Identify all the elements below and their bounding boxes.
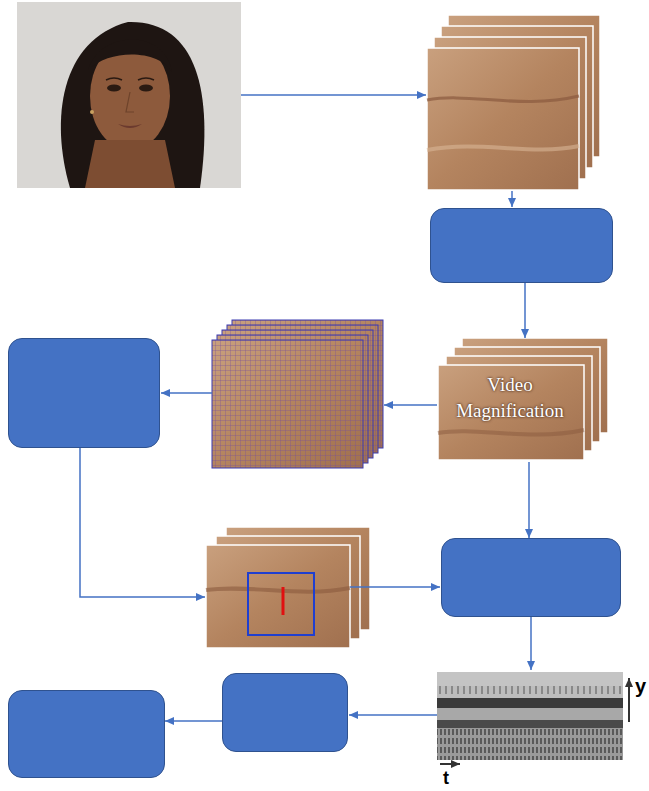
node-label: Video Magnification <box>437 372 583 424</box>
axis-label: y <box>635 676 646 696</box>
process-box <box>430 208 613 283</box>
flow-connector <box>165 720 222 722</box>
magnified-frame-stack: Video Magnification <box>437 338 617 462</box>
flow-connector <box>524 283 526 338</box>
spatiotemporal-image <box>437 672 629 764</box>
grid-frame-stack <box>212 320 383 468</box>
process-box <box>441 538 621 617</box>
process-box <box>8 338 160 448</box>
process-box <box>222 673 348 752</box>
skin-frame-stack <box>427 15 600 190</box>
flow-connector <box>528 462 530 538</box>
face-photo <box>17 2 241 188</box>
process-box <box>8 690 165 778</box>
axis-label: t <box>443 769 449 787</box>
roi-frame-stack <box>206 527 370 648</box>
